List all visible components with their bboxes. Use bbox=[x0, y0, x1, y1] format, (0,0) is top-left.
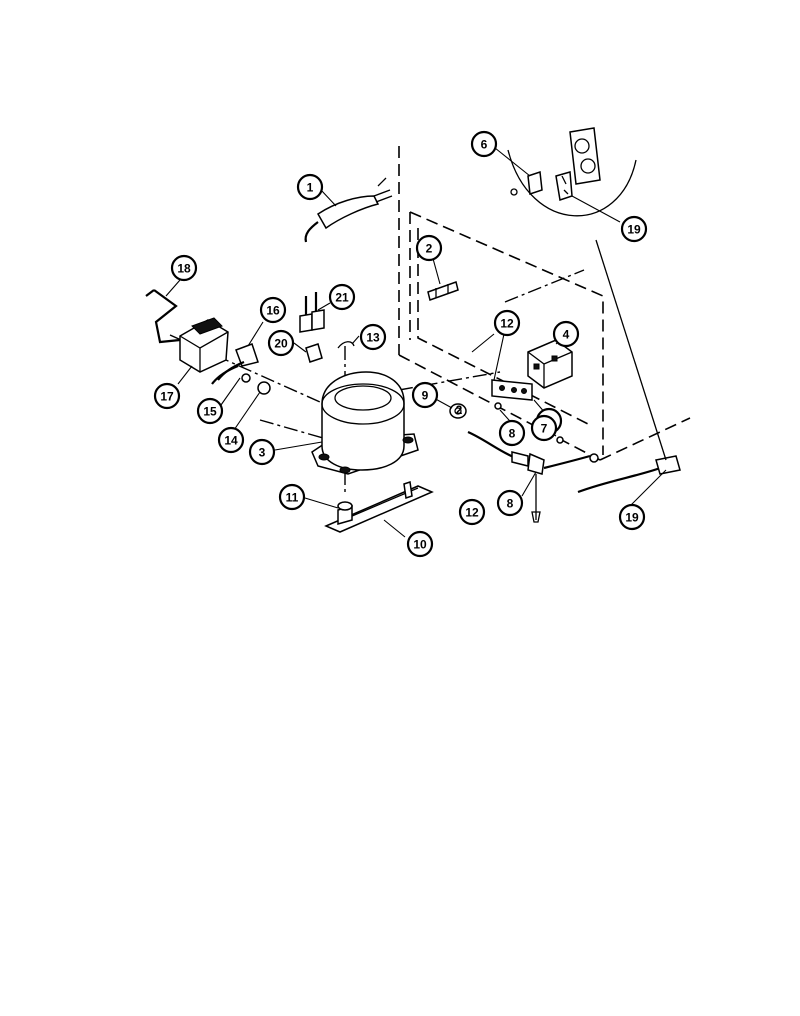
callout-label: 12 bbox=[500, 317, 514, 331]
callout-label: 4 bbox=[563, 328, 570, 342]
callout-c10: 10 bbox=[406, 530, 434, 558]
callout-c16: 16 bbox=[259, 296, 287, 324]
callout-circle bbox=[248, 438, 276, 466]
callout-circle bbox=[259, 296, 287, 324]
callout-label: 11 bbox=[286, 491, 299, 505]
callout-c13: 13 bbox=[359, 323, 387, 351]
callout-label: 10 bbox=[413, 538, 427, 552]
part-5-plate bbox=[491, 379, 533, 401]
callout-circle bbox=[552, 320, 580, 348]
callout-label: 17 bbox=[160, 390, 174, 404]
callout-circle bbox=[359, 323, 387, 351]
part-3-compressor bbox=[311, 371, 419, 475]
callout-label: 6 bbox=[481, 138, 488, 152]
part-2-bracket bbox=[427, 281, 459, 301]
part-18-bracket bbox=[145, 289, 181, 344]
callout-circle bbox=[328, 283, 356, 311]
callout-c4: 4 bbox=[552, 320, 580, 348]
callout-c8b: 8 bbox=[496, 489, 524, 517]
callout-c14: 14 bbox=[217, 426, 245, 454]
callout-label: 8 bbox=[509, 427, 516, 441]
callout-label: 1 bbox=[307, 181, 314, 195]
part-9-mark: 2 bbox=[456, 403, 463, 417]
callout-c7: 7 bbox=[530, 414, 558, 442]
callout-circle bbox=[278, 483, 306, 511]
callout-circle bbox=[196, 397, 224, 425]
callout-label: 21 bbox=[335, 291, 349, 305]
leader-lines bbox=[165, 147, 667, 538]
callout-c15: 15 bbox=[196, 397, 224, 425]
part-4-relay bbox=[527, 339, 573, 389]
part-9-grommet bbox=[449, 403, 467, 419]
callout-c3: 3 bbox=[248, 438, 276, 466]
callout-c21: 21 bbox=[328, 283, 356, 311]
callout-circle bbox=[493, 309, 521, 337]
callout-c19a: 19 bbox=[620, 215, 648, 243]
callout-c6: 6 bbox=[470, 130, 498, 158]
inset-outlet bbox=[507, 127, 637, 217]
callout-c19b: 19 bbox=[618, 503, 646, 531]
callout-circle bbox=[217, 426, 245, 454]
part-13-clip bbox=[337, 341, 355, 349]
part-11-foot bbox=[337, 501, 353, 525]
callout-label: 2 bbox=[426, 242, 433, 256]
callout-c12a: 12 bbox=[493, 309, 521, 337]
callout-label: 16 bbox=[266, 304, 280, 318]
callout-circle bbox=[406, 530, 434, 558]
callout-c20: 20 bbox=[267, 329, 295, 357]
part-14-15-16-small-parts bbox=[211, 343, 271, 395]
callout-circle bbox=[530, 414, 558, 442]
callout-label: 19 bbox=[627, 223, 641, 237]
callouts: 12345678891011121213141516171819192021 bbox=[153, 130, 648, 558]
callout-circle bbox=[411, 381, 439, 409]
callout-label: 14 bbox=[224, 434, 238, 448]
callout-c11: 11 bbox=[278, 483, 306, 511]
callout-label: 7 bbox=[541, 422, 548, 436]
callout-circle bbox=[618, 503, 646, 531]
callout-c17: 17 bbox=[153, 382, 181, 410]
part-17-cover bbox=[179, 317, 229, 373]
callout-label: 8 bbox=[507, 497, 514, 511]
callout-circle bbox=[458, 498, 486, 526]
callout-c9: 9 bbox=[411, 381, 439, 409]
callout-c8a: 8 bbox=[498, 419, 526, 447]
callout-circle bbox=[470, 130, 498, 158]
part-19-power-cord bbox=[577, 239, 681, 494]
callout-circle bbox=[267, 329, 295, 357]
callout-label: 15 bbox=[203, 405, 217, 419]
callout-c18: 18 bbox=[170, 254, 198, 282]
callout-circle bbox=[620, 215, 648, 243]
callout-circle bbox=[498, 419, 526, 447]
part-1-dryer bbox=[304, 177, 393, 243]
callout-circle bbox=[296, 173, 324, 201]
callout-c1: 1 bbox=[296, 173, 324, 201]
callout-label: 9 bbox=[422, 389, 429, 403]
callout-circle bbox=[170, 254, 198, 282]
callout-circle bbox=[415, 234, 443, 262]
callout-label: 18 bbox=[177, 262, 191, 276]
part-20-21-terminals bbox=[299, 292, 325, 363]
callout-c12b: 12 bbox=[458, 498, 486, 526]
callout-label: 12 bbox=[465, 506, 479, 520]
callout-c2: 2 bbox=[415, 234, 443, 262]
callout-label: 20 bbox=[274, 337, 288, 351]
part-8-connector bbox=[467, 402, 599, 523]
svg-text:2: 2 bbox=[456, 403, 463, 417]
callout-circle bbox=[496, 489, 524, 517]
callout-label: 13 bbox=[366, 331, 380, 345]
callout-label: 19 bbox=[625, 511, 639, 525]
callout-label: 3 bbox=[259, 446, 266, 460]
callout-circle bbox=[153, 382, 181, 410]
